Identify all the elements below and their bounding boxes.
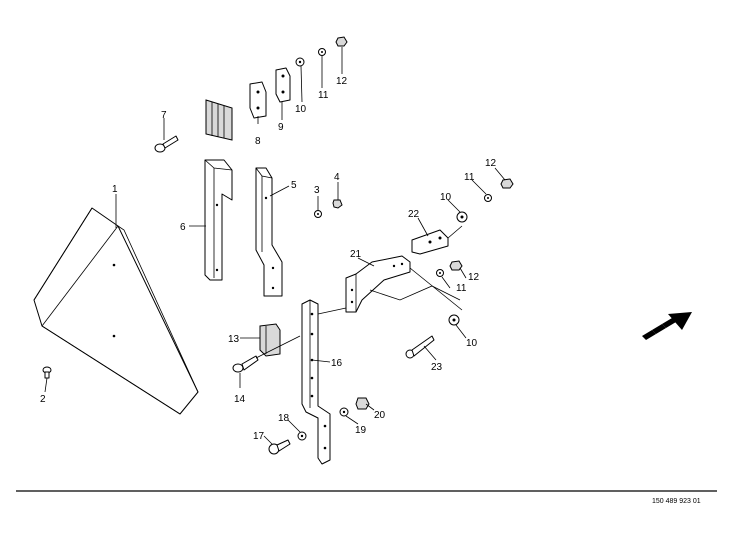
label-part-9: 9 [278, 122, 284, 133]
part-12-nut-mid [449, 260, 463, 271]
part-22-bracket [411, 225, 463, 255]
label-part-5: 5 [291, 180, 297, 191]
label-part-7: 7 [161, 110, 167, 121]
part-14-bolt [232, 335, 301, 373]
part-3-washer [314, 210, 322, 218]
label-part-3: 3 [314, 185, 320, 196]
part-13-clip [259, 323, 281, 357]
part-18-washer [297, 431, 307, 441]
direction-arrow-icon [642, 312, 692, 340]
leader-lines [44, 47, 506, 445]
drawing-number: 150 489 923 01 [652, 498, 701, 505]
part-12-nut-top [335, 36, 348, 47]
part-10-washer-mid [448, 314, 460, 326]
label-part-21: 21 [350, 249, 362, 260]
part-16-flat-bar [301, 299, 347, 465]
part-11-lock-washer-mid [436, 269, 444, 277]
part-10-washer-top [295, 57, 305, 67]
label-part-11-top: 11 [318, 90, 329, 101]
label-part-10-right: 10 [440, 192, 452, 203]
label-part-18: 18 [278, 413, 290, 424]
label-part-10-top: 10 [295, 104, 307, 115]
label-part-2: 2 [40, 394, 46, 405]
label-part-17: 17 [253, 431, 265, 442]
part-9-clamp-plate [275, 67, 291, 103]
label-part-11-mid: 11 [456, 283, 467, 294]
part-1-warning-triangle [33, 207, 199, 415]
label-part-19: 19 [355, 425, 367, 436]
part-17-bolt [268, 439, 291, 455]
part-11-lock-washer-right [484, 194, 492, 202]
label-part-11-right: 11 [464, 172, 475, 183]
part-number-labels: 1 2 3 4 5 6 7 8 9 10 11 12 12 11 10 22 2… [40, 76, 497, 442]
label-part-20: 20 [374, 410, 386, 421]
part-12-nut-right [500, 178, 514, 189]
label-part-10-mid: 10 [466, 338, 478, 349]
label-part-12-right: 12 [485, 158, 497, 169]
part-20-nut [355, 397, 370, 410]
label-part-4: 4 [334, 172, 340, 183]
label-part-22: 22 [408, 209, 420, 220]
label-part-13: 13 [228, 334, 240, 345]
part-5-bracket [255, 167, 283, 297]
part-21-bracket [345, 255, 463, 313]
part-4-nut [332, 199, 343, 209]
label-part-12-mid: 12 [468, 272, 480, 283]
serrated-plate [205, 99, 233, 141]
part-2-bolt [42, 366, 52, 379]
part-7-bolt [154, 135, 179, 153]
label-part-1: 1 [112, 184, 118, 195]
label-part-14: 14 [234, 394, 246, 405]
part-8-clamp-plate [249, 81, 267, 119]
part-11-lock-washer-top [318, 48, 326, 56]
part-19-washer [339, 407, 349, 417]
part-10-washer-right [456, 211, 468, 223]
label-part-23: 23 [431, 362, 443, 373]
label-part-16: 16 [331, 358, 343, 369]
label-part-8: 8 [255, 136, 261, 147]
label-part-6: 6 [180, 222, 186, 233]
label-part-12-top: 12 [336, 76, 348, 87]
part-6-bracket [204, 159, 233, 281]
part-23-long-bolt [405, 335, 435, 359]
